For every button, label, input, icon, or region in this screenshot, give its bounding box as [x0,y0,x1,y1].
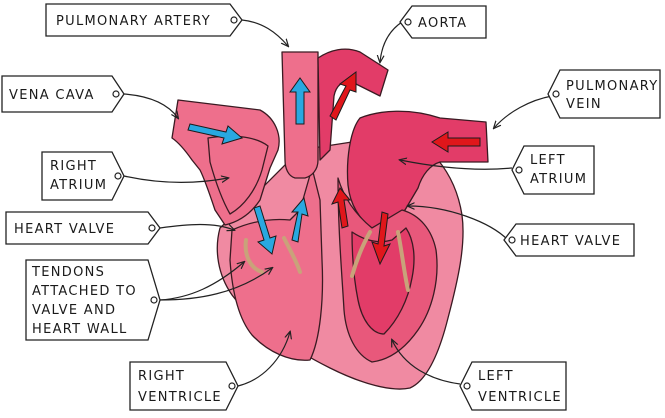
label-pulmonary-vein-line1: PULMONARY [566,79,659,94]
tag-left-atrium: LEFT ATRIUM [511,145,595,195]
tendon-left-2 [282,236,302,274]
tendon-right-1 [350,230,372,278]
label-vena-cava: VENA CAVA [9,88,95,103]
label-left-atrium-line2: ATRIUM [530,172,587,187]
leader-lines [123,19,553,387]
arrow-vena-cava-in [187,123,244,145]
label-right-ventricle-line2: VENTRICLE [138,390,222,405]
tag-aorta: AORTA [399,5,487,39]
leader-left-ventricle [392,340,461,385]
arrow-pulmonary-artery-up [289,77,311,125]
tendon-left-1 [243,238,264,274]
label-heart-valve-right: HEART VALVE [520,234,621,249]
left-ventricle-inner [351,227,415,335]
leader-right-ventricle [237,332,290,387]
tag-pulmonary-vein: PULMONARY VEIN [547,69,661,119]
label-left-ventricle-line2: VENTRICLE [478,390,562,405]
leader-pulmonary-vein [494,95,553,128]
arrow-aorta-up [329,71,357,121]
label-tendons-line1: TENDONS [31,265,105,280]
leader-vena-cava [123,93,178,118]
arrow-left-atrium-down [371,211,391,266]
blood-flow-red-arrows [329,71,481,266]
tag-right-atrium: RIGHT ATRIUM [41,151,125,201]
tag-vena-cava: VENA CAVA [1,75,125,113]
leader-pulmonary-artery [241,19,288,46]
arrow-pulmonary-vein-in [431,131,481,153]
tag-left-ventricle: LEFT VENTRICLE [459,361,567,411]
tag-right-ventricle: RIGHT VENTRICLE [129,361,239,411]
label-right-atrium-line2: ATRIUM [50,178,107,193]
label-left-ventricle-line1: LEFT [478,369,514,384]
tag-tendons: TENDONS ATTACHED TO VALVE AND HEART WALL [25,259,161,341]
heart [171,48,489,390]
label-right-ventricle-line1: RIGHT [138,369,185,384]
right-atrium-inner [207,135,269,215]
leader-heart-valve-left [159,223,234,231]
leader-aorta [380,21,403,62]
label-left-atrium-line1: LEFT [530,153,566,168]
label-right-atrium-line1: RIGHT [50,159,97,174]
label-pulmonary-artery: PULMONARY ARTERY [56,14,211,29]
arrow-left-ventricle-up [331,187,352,229]
arrow-right-ventricle-up [290,196,309,243]
label-pulmonary-vein-line2: VEIN [566,97,602,112]
leader-right-atrium [123,176,228,182]
arrow-right-atrium-down [253,205,277,255]
leader-heart-valve-right [408,206,509,241]
leader-tendons-2 [159,268,272,301]
leader-tendons-1 [159,262,244,301]
blood-flow-blue-arrows [187,77,311,255]
label-tendons-line2: ATTACHED TO [32,284,137,299]
label-aorta: AORTA [418,16,467,31]
label-heart-valve-left: HEART VALVE [14,222,115,237]
tag-pulmonary-artery: PULMONARY ARTERY [45,3,243,37]
tendon-right-2 [396,230,410,292]
tag-heart-valve-left: HEART VALVE [5,211,161,245]
label-tendons-line4: HEART WALL [32,322,128,337]
tag-heart-valve-right: HEART VALVE [503,223,635,257]
leader-left-atrium [400,160,513,170]
label-tendons-line3: VALVE AND [32,303,116,318]
